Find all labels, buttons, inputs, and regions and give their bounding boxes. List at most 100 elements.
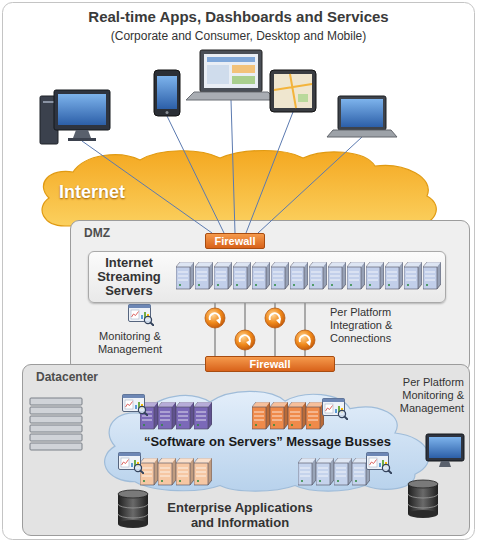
- device-wires: [82, 100, 362, 233]
- integration-orb: [295, 330, 315, 350]
- streaming-server-row: [176, 262, 441, 289]
- desktop-computer: [58, 94, 106, 125]
- server-icon: [385, 262, 403, 289]
- server-icon: [290, 262, 308, 289]
- laptop: [207, 65, 229, 84]
- callout-text: Monitoring & Management: [90, 330, 170, 356]
- desktop-monitor: [426, 434, 464, 467]
- laptop: [341, 99, 383, 127]
- diagram-title: Real-time Apps, Dashboards and Services: [0, 8, 477, 26]
- server-icon: [288, 402, 306, 429]
- integration-orb: [265, 308, 285, 328]
- server-icon: [252, 402, 270, 429]
- server-icon: [309, 262, 327, 289]
- laptop: [207, 57, 255, 62]
- desktop-monitor: [429, 437, 461, 458]
- monitoring-icon: [367, 453, 392, 474]
- tablet: [298, 94, 308, 102]
- server-rack-stack: [30, 398, 82, 405]
- integration-node-icons: [205, 308, 315, 350]
- database-cylinder: [408, 484, 438, 514]
- laptop: [200, 50, 262, 92]
- device-wire: [82, 141, 212, 233]
- tablet: [274, 74, 312, 108]
- integration-orb: [205, 308, 225, 328]
- database-cylinder: [408, 480, 438, 518]
- server-icon: [194, 402, 212, 429]
- desktop-monitor: [426, 434, 464, 461]
- device-wire: [246, 112, 293, 233]
- server-icon: [194, 458, 212, 485]
- server-rack-stack: [30, 398, 82, 450]
- database-cylinder: [408, 494, 438, 508]
- database-cylinder: [118, 520, 148, 528]
- laptop: [204, 54, 258, 88]
- server-icon: [270, 402, 288, 429]
- database-cylinder: [118, 494, 148, 524]
- label-holder: Per Platform Integration & Connections: [330, 306, 416, 345]
- integration-orb: [235, 330, 255, 350]
- integration-orb: [235, 330, 255, 350]
- server-rack-stack: [30, 434, 82, 441]
- server-icon: [306, 402, 324, 429]
- database-cylinder: [118, 504, 148, 518]
- smartphone: [154, 70, 180, 116]
- laptop: [186, 92, 276, 100]
- tablet: [270, 70, 316, 112]
- server-icon: [158, 402, 176, 429]
- label-holder: Enterprise Applications and Information: [160, 500, 320, 530]
- label-holder: Monitoring & Management: [90, 330, 170, 356]
- integration-orb: [246, 340, 251, 346]
- label-holder: Per Platform Monitoring & Management: [386, 376, 464, 415]
- server-icon: [404, 262, 422, 289]
- database-cylinder: [118, 490, 148, 498]
- monitoring-icon: [123, 395, 148, 416]
- server-icon: [214, 262, 232, 289]
- internet-cloud-outline: [42, 151, 436, 227]
- caption-text: Enterprise Applications and Information: [160, 500, 320, 530]
- server-rack-stack: [30, 425, 82, 432]
- monitoring-icon: [323, 399, 348, 420]
- tablet: [274, 74, 312, 108]
- node-text: Firewall: [215, 234, 256, 248]
- server-icon: [366, 262, 384, 289]
- callout-text: Per Platform Integration & Connections: [330, 306, 416, 345]
- server-rack-stack: [30, 443, 82, 450]
- server-icon: [328, 262, 346, 289]
- callout-text: Per Platform Monitoring & Management: [386, 376, 464, 415]
- node-text: Firewall: [250, 357, 291, 371]
- smartphone: [166, 111, 169, 114]
- database-cylinder: [118, 490, 148, 528]
- bus-server-group: [252, 402, 324, 429]
- firewall-box: Firewall: [205, 356, 335, 372]
- server-icon: [233, 262, 251, 289]
- laptop: [186, 50, 276, 100]
- desktop-computer: [73, 130, 91, 138]
- laptop: [338, 96, 386, 130]
- server-icon: [334, 458, 352, 485]
- integration-orb: [276, 318, 281, 324]
- integration-orb: [205, 308, 225, 328]
- internet-cloud: Internet: [35, 148, 445, 230]
- node-text: “Software on Servers” Message Busses: [144, 434, 391, 449]
- desktop-computer: [40, 90, 110, 144]
- smartphone: [154, 70, 180, 116]
- label-holder: (Corporate and Consumer, Desktop and Mob…: [0, 29, 477, 43]
- database-cylinder: [408, 510, 438, 518]
- bus-cloud-outline: [105, 391, 429, 491]
- server-rack-stack: [30, 416, 82, 423]
- smartphone: [157, 76, 177, 109]
- bus-server-group: [298, 458, 370, 485]
- device-wire: [167, 116, 224, 233]
- integration-orb: [265, 308, 285, 328]
- integration-orb: [216, 318, 221, 324]
- database-cylinder: [408, 480, 438, 488]
- integration-orb: [306, 340, 311, 346]
- server-icon: [316, 458, 334, 485]
- tablet: [270, 70, 316, 112]
- device-wire: [258, 137, 362, 233]
- node-text: Datacenter: [36, 370, 98, 384]
- bus-server-group: [140, 458, 212, 485]
- node-text: Internet Streaming Servers: [92, 256, 166, 298]
